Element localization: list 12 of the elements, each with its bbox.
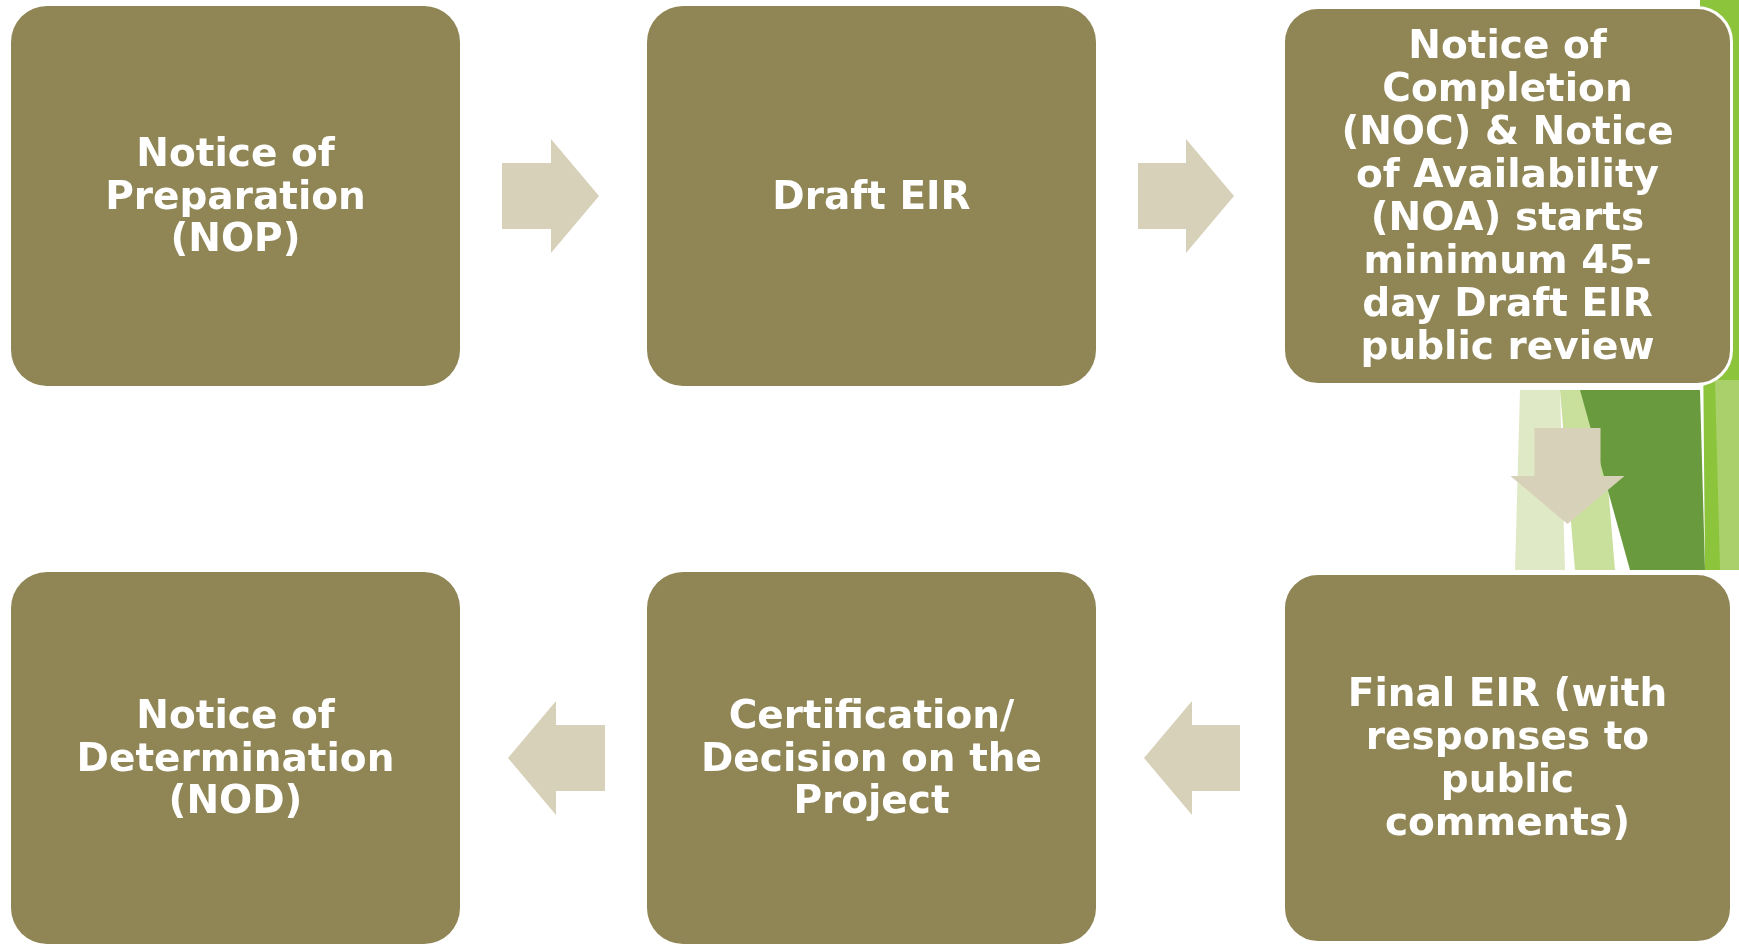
- process-box: [11, 572, 460, 944]
- step-text: Certification/ Decision on the Project: [700, 693, 1043, 823]
- process-box: [11, 6, 460, 386]
- step-text: Draft EIR: [772, 174, 971, 218]
- step-text: Notice of Completion (NOC) & Notice of Availability (NOA) starts minimum 45-day Draft EIR public review: [1340, 24, 1675, 368]
- step-text: Notice of Preparation (NOP): [104, 131, 367, 261]
- process-box: [647, 6, 1096, 386]
- process-box: [647, 572, 1096, 944]
- process-box: [1282, 572, 1733, 944]
- step-text: Notice of Determination (NOD): [75, 693, 396, 823]
- step-text: Final EIR (with responses to public comments): [1346, 672, 1669, 844]
- process-box: [1282, 6, 1733, 386]
